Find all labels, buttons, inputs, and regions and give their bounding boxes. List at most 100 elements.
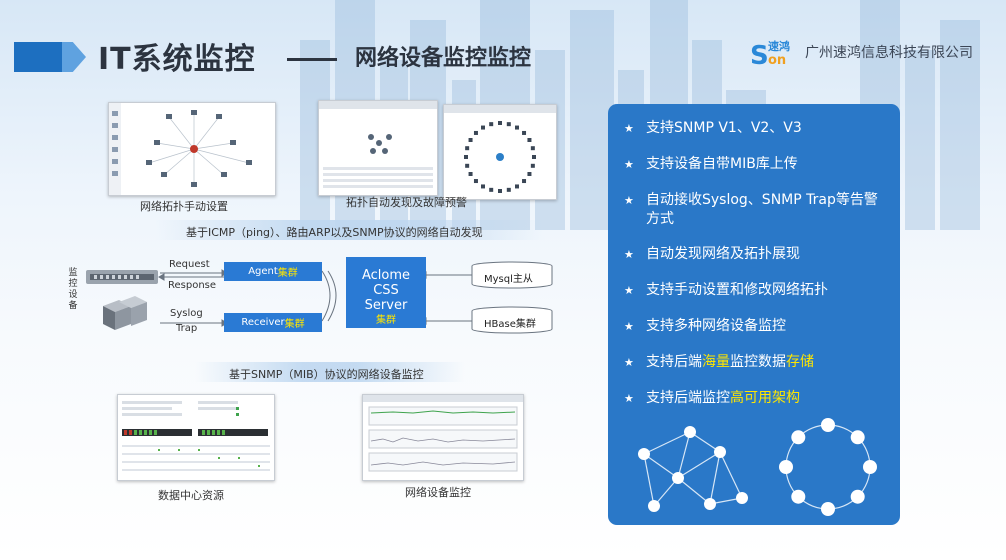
ring-device (522, 179, 527, 184)
ring-device (464, 155, 468, 159)
ring-device (515, 184, 519, 189)
ring-node (791, 430, 806, 445)
receiver-cluster-label: 集群 (284, 319, 305, 330)
ring-device (515, 125, 519, 130)
logo-text: 速鸿 (768, 39, 790, 53)
server-cluster-icon (103, 296, 147, 330)
feature-text-2: 支持设备自带MIB库上传 (646, 156, 798, 172)
feature-item-7: ★ 支持后端海量监控数据存储 (624, 353, 814, 372)
ring-network-icon (779, 418, 877, 516)
star-icon: ★ (624, 248, 634, 261)
label-trap: Trap (176, 323, 198, 334)
ring-device (498, 189, 502, 193)
feature-text-5: 支持手动设置和修改网络拓扑 (646, 282, 828, 298)
ring-device (522, 130, 527, 135)
ring-node (821, 418, 835, 432)
screenshot-topology-auto-1 (318, 100, 438, 196)
feature-text-8-hl: 高可用架构 (730, 390, 800, 406)
feature-item-1: ★ 支持SNMP V1、V2、V3 (624, 119, 802, 138)
agent-label: Agent (248, 266, 278, 277)
caption-topology-auto: 拓扑自动发现及故障预警 (346, 196, 467, 209)
ring-device (489, 187, 494, 192)
hbase-label: HBase集群 (484, 319, 536, 330)
ring-device (465, 163, 470, 168)
banner-snmp: 基于SNMP（MIB）协议的网络设备监控 (229, 368, 424, 381)
svg-text:on: on (768, 53, 786, 66)
feature-item-8: ★ 支持后端监控高可用架构 (624, 389, 800, 408)
ring-node (779, 460, 793, 474)
ring-node (863, 460, 877, 474)
star-icon: ★ (624, 356, 634, 369)
caption-datacenter: 数据中心资源 (158, 489, 224, 502)
screenshot-network-monitor (362, 394, 524, 481)
screenshot-topology-manual (108, 102, 276, 196)
hbase-database-icon (471, 306, 553, 334)
feature-panel (608, 104, 900, 525)
ring-device (468, 172, 473, 176)
feature-text-7-hl2: 存储 (786, 354, 814, 370)
agent-cluster-label: 集群 (277, 268, 298, 279)
feature-text-1: 支持SNMP V1、V2、V3 (646, 120, 802, 136)
star-icon: ★ (624, 158, 634, 171)
screenshot-topology-auto-2 (443, 104, 557, 200)
topology-ring-icon (444, 105, 556, 193)
server-cluster-label: 集群 (376, 315, 396, 326)
feature-text-7-hl: 海量 (702, 354, 730, 370)
label-syslog: Syslog (170, 308, 203, 319)
feature-item-2: ★ 支持设备自带MIB库上传 (624, 155, 798, 174)
ring-device (465, 146, 470, 151)
ring-device (506, 187, 511, 192)
ring-node (850, 430, 865, 445)
ring-device (489, 122, 494, 127)
ring-device (481, 125, 485, 130)
ring-device (530, 163, 535, 168)
server-line-2: CSS (373, 283, 399, 298)
star-icon: ★ (624, 392, 634, 405)
network-monitor-chart-icon (363, 395, 523, 472)
topology-graph-icon (109, 103, 252, 195)
ring-node (850, 489, 865, 504)
company-name: 广州速鸿信息科技有限公司 (805, 45, 973, 61)
star-icon: ★ (624, 284, 634, 297)
server-line-3: Server (364, 298, 408, 313)
ring-device (527, 172, 532, 176)
network-switch-icon (86, 270, 158, 284)
ring-device (498, 121, 502, 125)
ring-device (473, 179, 478, 184)
title-dash (287, 58, 337, 61)
vertical-label-monitored-devices: 监控设备 (68, 268, 78, 311)
svg-text:S: S (750, 41, 769, 66)
topology-circle-icon (319, 101, 437, 188)
screenshot-datacenter (117, 394, 275, 481)
star-icon: ★ (624, 122, 634, 135)
feature-text-4: 自动发现网络及拓扑展现 (646, 246, 800, 262)
ring-device (468, 138, 473, 142)
ring-node (821, 502, 835, 516)
feature-item-5: ★ 支持手动设置和修改网络拓扑 (624, 281, 828, 300)
banner-snmp-bg (195, 362, 465, 382)
mysql-database-icon (471, 261, 553, 289)
feature-text-3: 自动接收Syslog、SNMP Trap等告警 (646, 192, 878, 208)
caption-network-monitor: 网络设备监控 (405, 486, 471, 499)
company-logo: S 速鸿 on (750, 39, 790, 66)
feature-text-8-pre: 支持后端监控 (646, 390, 730, 406)
star-icon: ★ (624, 320, 634, 333)
banner-discovery-bg (155, 220, 545, 240)
label-request: Request (169, 259, 210, 270)
feature-text-7-pre: 支持后端 (646, 354, 702, 370)
feature-item-3: ★ 自动接收Syslog、SNMP Trap等告警 方式 (624, 191, 878, 228)
ring-device (506, 122, 511, 127)
feature-text-6: 支持多种网络设备监控 (646, 318, 786, 334)
ring-device (527, 138, 532, 142)
ring-device (530, 146, 535, 151)
ring-node (791, 489, 806, 504)
ring-device (481, 184, 485, 189)
mysql-label: Mysql主从 (484, 274, 533, 285)
feature-text-7-mid: 监控数据 (730, 354, 786, 370)
mesh-network-icon (638, 426, 748, 512)
feature-text-3-line2: 方式 (646, 211, 674, 227)
feature-item-4: ★ 自动发现网络及拓扑展现 (624, 245, 800, 264)
star-icon: ★ (624, 194, 634, 207)
